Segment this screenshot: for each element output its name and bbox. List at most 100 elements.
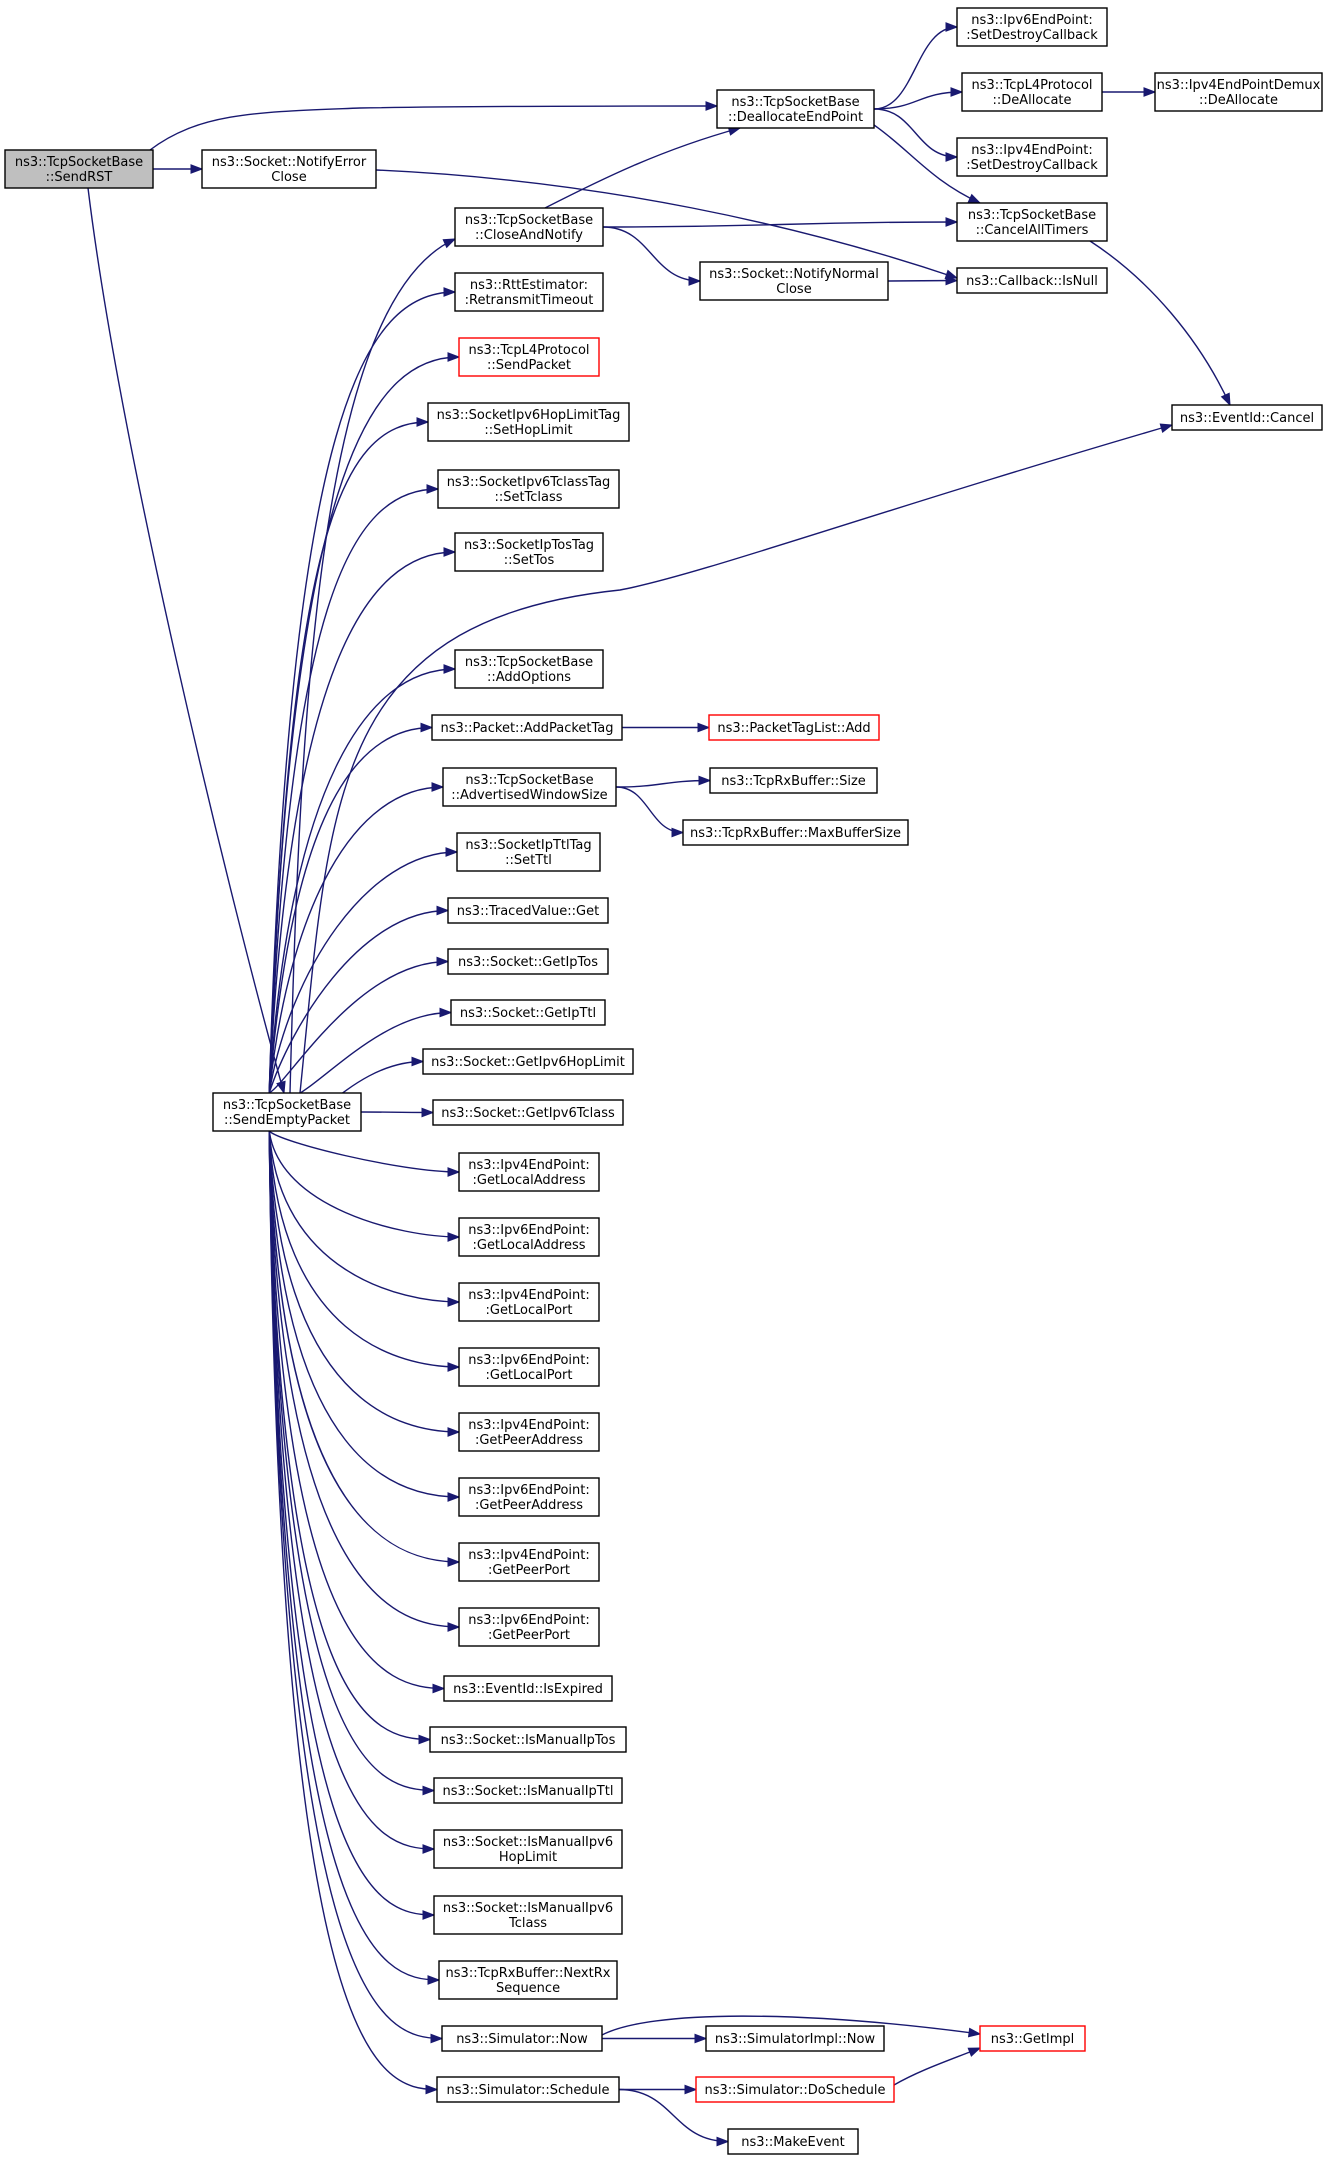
node-eventid-cancel[interactable]: ns3::EventId::Cancel: [1171, 404, 1323, 431]
node-box[interactable]: [432, 1099, 624, 1126]
node-box[interactable]: [212, 1092, 362, 1132]
node-rxbuffer-size[interactable]: ns3::TcpRxBuffer::Size: [709, 767, 878, 794]
node-box[interactable]: [427, 402, 630, 442]
node-box[interactable]: [436, 2076, 620, 2103]
node-packettaglist-add[interactable]: ns3::PacketTagList::Add: [708, 714, 880, 741]
node-box[interactable]: [458, 1607, 600, 1647]
node-box[interactable]: [956, 7, 1108, 47]
node-box[interactable]: [201, 149, 377, 189]
node-hoplimittag[interactable]: ns3::SocketIpv6HopLimitTag::SetHopLimit: [427, 402, 630, 442]
node-box[interactable]: [727, 2128, 859, 2155]
node-box[interactable]: [433, 1829, 623, 1869]
node-cancelalltimers[interactable]: ns3::TcpSocketBase::CancelAllTimers: [956, 202, 1108, 242]
node-simimpl-now[interactable]: ns3::SimulatorImpl::Now: [705, 2025, 885, 2052]
node-closeandnotify[interactable]: ns3::TcpSocketBase::CloseAndNotify: [454, 207, 604, 247]
node-sendempty[interactable]: ns3::TcpSocketBase::SendEmptyPacket: [212, 1092, 362, 1132]
node-addoptions[interactable]: ns3::TcpSocketBase::AddOptions: [454, 649, 604, 689]
node-box[interactable]: [454, 207, 604, 247]
node-ipv6-getlocalport[interactable]: ns3::Ipv6EndPoint::GetLocalPort: [458, 1347, 600, 1387]
node-ismanualiptos[interactable]: ns3::Socket::IsManualIpTos: [429, 1726, 627, 1753]
node-box[interactable]: [708, 714, 880, 741]
node-box[interactable]: [458, 1347, 600, 1387]
node-box[interactable]: [699, 261, 889, 301]
node-box[interactable]: [447, 948, 609, 975]
node-box[interactable]: [454, 649, 604, 689]
node-tracedvalue-get[interactable]: ns3::TracedValue::Get: [447, 897, 609, 924]
node-simulator-now[interactable]: ns3::Simulator::Now: [441, 2025, 603, 2052]
node-ipv4-getpeerport[interactable]: ns3::Ipv4EndPoint::GetPeerPort: [458, 1542, 600, 1582]
node-doschedule[interactable]: ns3::Simulator::DoSchedule: [695, 2076, 895, 2103]
node-ipv4demux-dealloc[interactable]: ns3::Ipv4EndPointDemux::DeAllocate: [1154, 72, 1323, 112]
node-tcpl4-dealloc[interactable]: ns3::TcpL4Protocol::DeAllocate: [961, 72, 1103, 112]
node-box[interactable]: [458, 1217, 600, 1257]
node-tclasstag[interactable]: ns3::SocketIpv6TclassTag::SetTclass: [437, 469, 620, 509]
node-box[interactable]: [458, 1282, 600, 1322]
node-box[interactable]: [456, 832, 601, 872]
node-dealloc-ep[interactable]: ns3::TcpSocketBase::DeallocateEndPoint: [716, 89, 875, 129]
node-rxbuffer-max[interactable]: ns3::TcpRxBuffer::MaxBufferSize: [682, 819, 909, 846]
node-box[interactable]: [695, 2076, 895, 2103]
node-box[interactable]: [422, 1048, 634, 1075]
node-makeevent[interactable]: ns3::MakeEvent: [727, 2128, 859, 2155]
node-ipv4-getpeeraddr[interactable]: ns3::Ipv4EndPoint::GetPeerAddress: [458, 1412, 600, 1452]
node-box[interactable]: [458, 1542, 600, 1582]
node-box[interactable]: [443, 1675, 613, 1702]
node-box[interactable]: [961, 72, 1103, 112]
node-eventid-isexpired[interactable]: ns3::EventId::IsExpired: [443, 1675, 613, 1702]
node-box[interactable]: [442, 767, 617, 807]
node-tcpl4-sendpacket[interactable]: ns3::TcpL4Protocol::SendPacket: [458, 337, 600, 377]
node-box[interactable]: [956, 267, 1108, 294]
node-box[interactable]: [447, 897, 609, 924]
node-box[interactable]: [441, 2025, 603, 2052]
node-ipv6-getlocaladdr[interactable]: ns3::Ipv6EndPoint::GetLocalAddress: [458, 1217, 600, 1257]
node-getipttl[interactable]: ns3::Socket::GetIpTtl: [450, 999, 606, 1026]
node-box[interactable]: [716, 89, 875, 129]
node-iptostag[interactable]: ns3::SocketIpTosTag::SetTos: [454, 532, 604, 572]
node-box[interactable]: [458, 1152, 600, 1192]
node-box[interactable]: [1171, 404, 1323, 431]
node-ipv4-getlocalport[interactable]: ns3::Ipv4EndPoint::GetLocalPort: [458, 1282, 600, 1322]
node-getimpl[interactable]: ns3::GetImpl: [979, 2025, 1086, 2052]
node-box[interactable]: [458, 1477, 600, 1517]
node-box[interactable]: [956, 137, 1108, 177]
node-box[interactable]: [450, 999, 606, 1026]
node-ipttltag[interactable]: ns3::SocketIpTtlTag::SetTtl: [456, 832, 601, 872]
node-box[interactable]: [438, 1960, 618, 2000]
node-box[interactable]: [979, 2025, 1086, 2052]
node-box[interactable]: [433, 1895, 623, 1935]
node-box[interactable]: [1154, 72, 1323, 112]
node-ipv6ep-setdestroy[interactable]: ns3::Ipv6EndPoint::SetDestroyCallback: [956, 7, 1108, 47]
node-simulator-schedule[interactable]: ns3::Simulator::Schedule: [436, 2076, 620, 2103]
node-box[interactable]: [682, 819, 909, 846]
node-box[interactable]: [431, 714, 623, 741]
node-getiptos[interactable]: ns3::Socket::GetIpTos: [447, 948, 609, 975]
node-box[interactable]: [437, 469, 620, 509]
node-rtt-retransmit[interactable]: ns3::RttEstimator::RetransmitTimeout: [454, 272, 604, 312]
node-addpackettag[interactable]: ns3::Packet::AddPacketTag: [431, 714, 623, 741]
node-ipv6-getpeerport[interactable]: ns3::Ipv6EndPoint::GetPeerPort: [458, 1607, 600, 1647]
node-box[interactable]: [458, 337, 600, 377]
node-box[interactable]: [458, 1412, 600, 1452]
node-callback-isnull[interactable]: ns3::Callback::IsNull: [956, 267, 1108, 294]
node-sendrst[interactable]: ns3::TcpSocketBase::SendRST: [4, 149, 154, 189]
node-box[interactable]: [709, 767, 878, 794]
node-box[interactable]: [705, 2025, 885, 2052]
node-ipv6-getpeeraddr[interactable]: ns3::Ipv6EndPoint::GetPeerAddress: [458, 1477, 600, 1517]
node-getipv6hop[interactable]: ns3::Socket::GetIpv6HopLimit: [422, 1048, 634, 1075]
node-box[interactable]: [956, 202, 1108, 242]
node-getipv6tclass[interactable]: ns3::Socket::GetIpv6Tclass: [432, 1099, 624, 1126]
node-box[interactable]: [454, 272, 604, 312]
node-box[interactable]: [4, 149, 154, 189]
node-box[interactable]: [433, 1777, 623, 1804]
node-ismanualipttl[interactable]: ns3::Socket::IsManualIpTtl: [433, 1777, 623, 1804]
node-advwindow[interactable]: ns3::TcpSocketBase::AdvertisedWindowSize: [442, 767, 617, 807]
node-ipv4ep-setdestroy[interactable]: ns3::Ipv4EndPoint::SetDestroyCallback: [956, 137, 1108, 177]
node-ipv4-getlocaladdr[interactable]: ns3::Ipv4EndPoint::GetLocalAddress: [458, 1152, 600, 1192]
node-box[interactable]: [454, 532, 604, 572]
node-box[interactable]: [429, 1726, 627, 1753]
